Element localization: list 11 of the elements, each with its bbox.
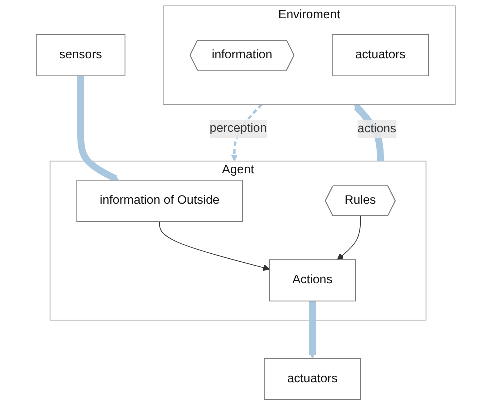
arrow (337, 216, 362, 260)
node-box: Actions (269, 260, 356, 302)
node-box: actuators (332, 34, 430, 76)
edge-label: actions (358, 122, 397, 136)
arrow (159, 221, 270, 272)
arrow (309, 301, 316, 359)
node-box: information of Outside (76, 180, 243, 222)
arrow (77, 76, 120, 182)
edge-label: perception (210, 122, 268, 136)
node-box: sensors (36, 34, 126, 76)
node-box: actuators (264, 358, 362, 400)
